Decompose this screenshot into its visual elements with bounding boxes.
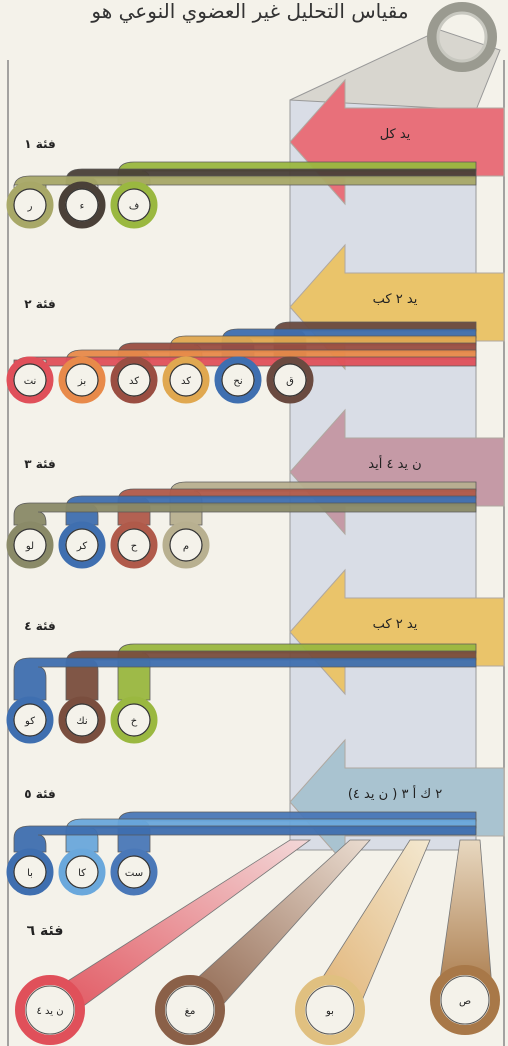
ion-node: ح (114, 525, 154, 565)
group-title: فئة ٢ (24, 297, 56, 311)
ion-node: خ (114, 700, 154, 740)
ion-label: كد (181, 376, 191, 387)
group6-ion-node: بو (300, 980, 360, 1040)
ion-label: ف (129, 201, 139, 212)
reagent-arrow-label: يد كل (380, 127, 411, 142)
ion-label: ء (80, 201, 85, 212)
group6-ion-node: ن يد ٤ (20, 980, 80, 1040)
ion-node: كر (62, 525, 102, 565)
ion-node: كد (166, 360, 206, 400)
ion-node: ست (114, 852, 154, 892)
ion-label: ست (125, 868, 143, 879)
ion-label: با (27, 868, 33, 879)
ion-label: خ (131, 716, 138, 727)
ion-node: لو (10, 525, 50, 565)
group6-ion-label: ص (459, 996, 471, 1007)
group-title: فئة ٣ (24, 457, 56, 471)
ion-node: نك (62, 700, 102, 740)
group6-ion-node: ص (435, 970, 495, 1030)
ion-label: ح (131, 541, 138, 552)
ion-label: كو (24, 716, 35, 727)
reagent-arrow-label: يد ٢ كب (373, 617, 418, 632)
ion-label: كر (76, 541, 88, 552)
ion-node: نت (10, 360, 50, 400)
reagent-arrow-label: (ن يد ٤ ) ٢ ك أ ٣ (348, 785, 442, 802)
ion-node: بز (62, 360, 102, 400)
group6-title: فئة ٦ (27, 923, 64, 939)
group6-ion-node: مغ (160, 980, 220, 1040)
ion-label: نك (76, 716, 87, 727)
ion-label: لو (25, 541, 34, 552)
ion-node: با (10, 852, 50, 892)
reagent-arrow-label: يد ٢ كب (373, 292, 418, 307)
group-title: فئة ٤ (24, 619, 56, 633)
group-title: فئة ١ (24, 137, 56, 151)
reagent-arrow-label: ن يد ٤ أيد (368, 455, 421, 472)
ion-node: ق (270, 360, 310, 400)
diagram-title: مقياس التحليل غير العضوي النوعي هو (90, 0, 408, 24)
ion-label: بز (77, 376, 86, 387)
ion-node: نح (218, 360, 258, 400)
ion-label: كا (78, 868, 86, 879)
group-title: فئة ٥ (24, 787, 56, 801)
ion-node: ء (62, 185, 102, 225)
ion-label: نح (233, 376, 242, 387)
ion-node: كو (10, 700, 50, 740)
ion-label: نت (24, 376, 37, 387)
group6-ion-label: ن يد ٤ (36, 1006, 63, 1017)
ion-label: كد (129, 376, 139, 387)
group6-ion-label: مغ (185, 1006, 196, 1017)
ion-label: ر (27, 201, 33, 212)
ion-node: كا (62, 852, 102, 892)
ion-label: م (183, 541, 189, 552)
ion-label: ق (286, 376, 294, 387)
ion-node: ر (10, 185, 50, 225)
group6-ion-label: بو (325, 1006, 334, 1017)
ion-node: م (166, 525, 206, 565)
ion-node: ف (114, 185, 154, 225)
ion-node: كد (114, 360, 154, 400)
